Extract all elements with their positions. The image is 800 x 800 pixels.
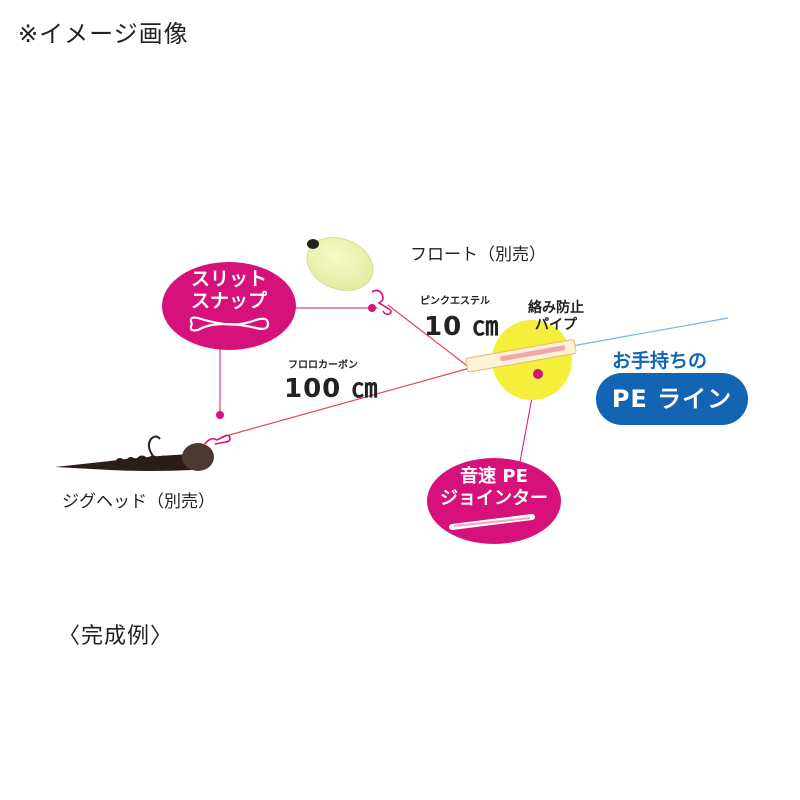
snap-shape-icon <box>189 316 270 332</box>
pe-line-badge: PE ライン <box>596 373 748 425</box>
fluorocarbon-label: フロロカーボン <box>288 360 358 371</box>
marker-dot-jig-snap <box>216 411 224 419</box>
slit-snap-label-line2: スナップ <box>190 290 267 312</box>
fluorocarbon-line <box>221 367 471 438</box>
pe-line <box>571 317 729 347</box>
anti-tangle-pipe-label: 絡み防止 パイプ <box>528 300 584 334</box>
jighead-icon <box>55 435 214 471</box>
jointer-bubble: 音速 PE ジョインター <box>427 458 561 544</box>
marker-dot-float-snap <box>368 304 376 312</box>
image-note: ※イメージ画像 <box>18 20 189 48</box>
float-label: フロート（別売） <box>410 245 546 265</box>
jointer-label-line2: ジョインター <box>440 488 548 509</box>
jighead-label: ジグヘッド（別売） <box>62 492 215 512</box>
jointer-tube-icon <box>449 514 535 530</box>
pink-ester-line <box>387 304 471 369</box>
float-snap-icon <box>371 289 392 315</box>
pe-line-heading: お手持ちの <box>612 350 708 372</box>
anti-tangle-pipe <box>465 339 577 373</box>
float-icon <box>306 237 374 291</box>
jig-snap-icon <box>204 434 231 445</box>
fluorocarbon-length: 100 ㎝ <box>284 374 379 404</box>
pink-ester-length: 10 ㎝ <box>424 312 500 342</box>
anti-tangle-label-line2: パイプ <box>535 317 577 333</box>
slit-snap-label-line1: スリット <box>190 268 267 290</box>
anti-tangle-label-line1: 絡み防止 <box>528 300 584 316</box>
pink-ester-label: ピンクエステル <box>420 296 490 307</box>
marker-dot-jointer <box>533 369 543 379</box>
caption: 〈完成例〉 <box>58 624 174 649</box>
slit-snap-bubble: スリット スナップ <box>162 262 296 350</box>
jointer-label-line1: 音速 PE <box>460 466 528 487</box>
